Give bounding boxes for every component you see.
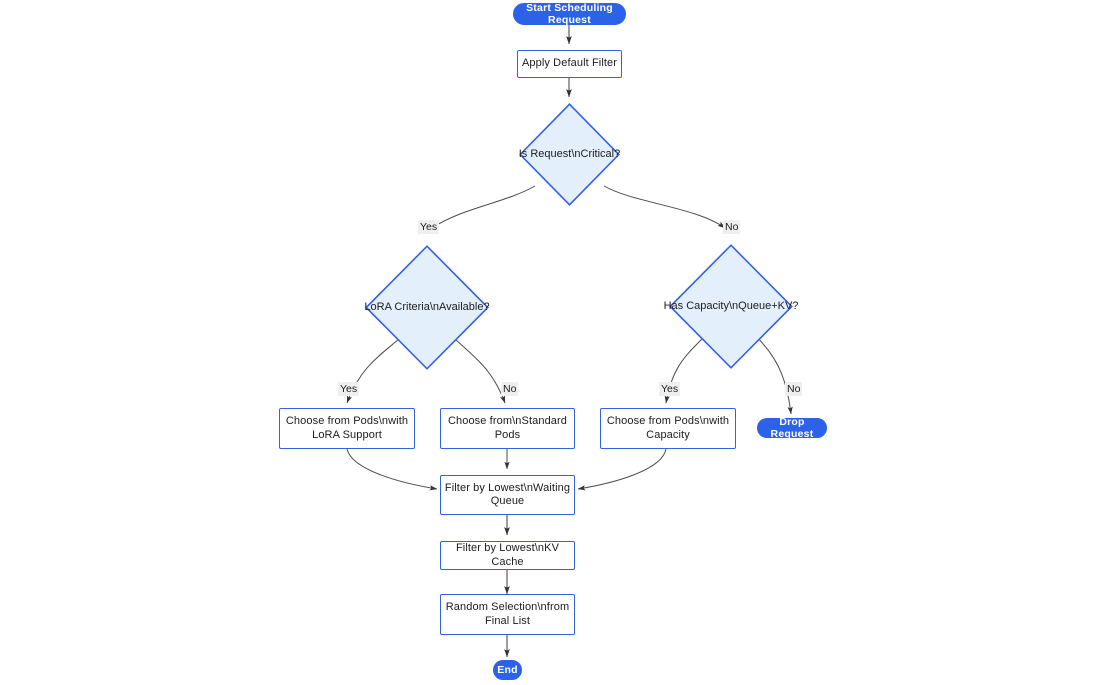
edge-label-critical-yes: Yes (418, 220, 440, 234)
node-choose-standard-pods-line2: Pods (494, 428, 521, 441)
node-apply-default-filter-label: Apply Default Filter (521, 57, 618, 70)
node-choose-standard-pods[interactable]: Choose from\nStandard Pods (440, 408, 575, 449)
node-random-selection-line2: Final List (484, 614, 531, 627)
node-filter-kv-cache-label: Filter by Lowest\nKV Cache (455, 542, 560, 568)
diamond-shape-critical (519, 103, 620, 206)
node-choose-capacity-pods-line1: Choose from Pods\nwith (606, 415, 730, 427)
node-end[interactable]: End (493, 660, 522, 680)
node-has-capacity-label: Has Capacity\nQueue+KV? (663, 299, 799, 312)
node-end-label: End (497, 664, 518, 676)
node-filter-waiting-queue-line1: Filter by Lowest\nWaiting (444, 481, 571, 494)
node-is-request-critical[interactable]: Is Request\nCritical? (519, 103, 620, 206)
edge-label-critical-no: No (723, 220, 741, 234)
node-choose-lora-pods-line1: Choose from Pods\nwith (285, 415, 409, 427)
node-choose-capacity-pods[interactable]: Choose from Pods\nwith Capacity (600, 408, 736, 449)
edge-critical-no-to-capacity (603, 185, 726, 229)
edge-lora-no-to-standard-pods (454, 338, 506, 404)
edge-capacity-no-to-drop-request (757, 337, 793, 415)
node-filter-kv-cache[interactable]: Filter by Lowest\nKV Cache (440, 541, 575, 570)
edge-label-lora-yes: Yes (338, 382, 360, 396)
edge-capacity-pods-to-filter-queue (577, 448, 667, 491)
node-random-selection[interactable]: Random Selection\nfrom Final List (440, 594, 575, 635)
node-filter-waiting-queue[interactable]: Filter by Lowest\nWaiting Queue (440, 475, 575, 515)
node-random-selection-line1: Random Selection\nfrom (445, 601, 570, 613)
edge-critical-yes-to-lora (431, 185, 536, 229)
edge-lora-pods-to-filter-queue (346, 448, 438, 491)
edge-label-capacity-yes: Yes (659, 382, 681, 396)
node-start[interactable]: Start Scheduling Request (513, 2, 626, 26)
edge-label-lora-no: No (501, 382, 519, 396)
node-drop-request[interactable]: Drop Request (757, 416, 827, 440)
node-lora-criteria-available-label: LoRA Criteria\nAvailable? (364, 300, 490, 313)
diamond-shape-lora (365, 245, 489, 370)
diamond-shape-capacity (669, 244, 793, 369)
node-drop-request-label: Drop Request (770, 416, 814, 440)
node-lora-criteria-available[interactable]: LoRA Criteria\nAvailable? (364, 245, 490, 370)
node-start-label: Start Scheduling Request (526, 2, 613, 26)
edge-label-capacity-no: No (785, 382, 803, 396)
node-choose-standard-pods-line1: Choose from\nStandard (447, 415, 568, 427)
node-choose-lora-pods-line2: LoRA Support (312, 428, 382, 441)
node-filter-waiting-queue-line2: Queue (490, 495, 525, 507)
node-has-capacity[interactable]: Has Capacity\nQueue+KV? (664, 244, 798, 369)
node-apply-default-filter[interactable]: Apply Default Filter (517, 50, 622, 78)
node-choose-capacity-pods-line2: Capacity (646, 428, 690, 441)
node-is-request-critical-label: Is Request\nCritical? (518, 147, 621, 160)
node-choose-lora-pods[interactable]: Choose from Pods\nwith LoRA Support (279, 408, 415, 449)
